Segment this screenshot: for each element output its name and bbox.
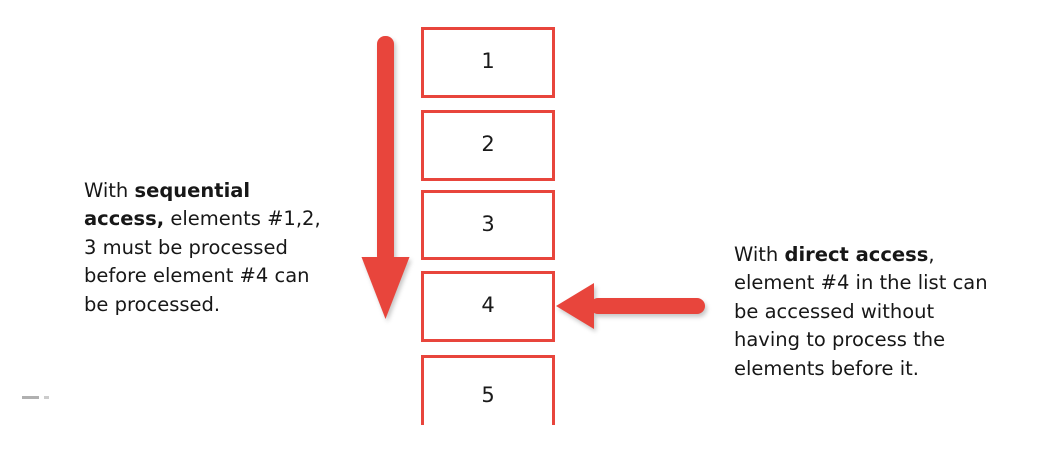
list-element-box-2[interactable]: 2 (421, 110, 555, 181)
direct-access-caption: With direct access, element #4 in the li… (734, 212, 1002, 383)
sequential-access-caption: With sequential access, elements #1,2, 3… (84, 148, 334, 319)
list-element-value: 4 (481, 293, 495, 317)
caption-left-body: elements #1,2, 3 must be processed befor… (84, 207, 321, 316)
list-element-box-3[interactable]: 3 (421, 190, 555, 260)
direct-access-arrow (556, 283, 705, 329)
list-element-box-5[interactable]: 5 (421, 355, 555, 425)
caption-left-emphasis: sequential access, (84, 178, 251, 231)
list-element-box-4[interactable]: 4 (421, 271, 555, 342)
list-element-value: 5 (481, 383, 495, 407)
scan-artifact-mark (22, 396, 39, 399)
caption-right-body: , element #4 in the list can be accessed… (734, 242, 988, 380)
sequential-access-arrow (361, 36, 410, 319)
caption-left-prefix: With (84, 178, 135, 202)
list-element-value: 2 (481, 132, 495, 156)
list-element-value: 3 (481, 211, 495, 236)
list-element-box-1[interactable]: 1 (421, 27, 555, 98)
caption-right-prefix: With (734, 242, 785, 266)
list-element-value: 1 (481, 49, 495, 73)
caption-right-emphasis: direct access (784, 242, 929, 266)
scan-artifact-dot (44, 396, 49, 399)
